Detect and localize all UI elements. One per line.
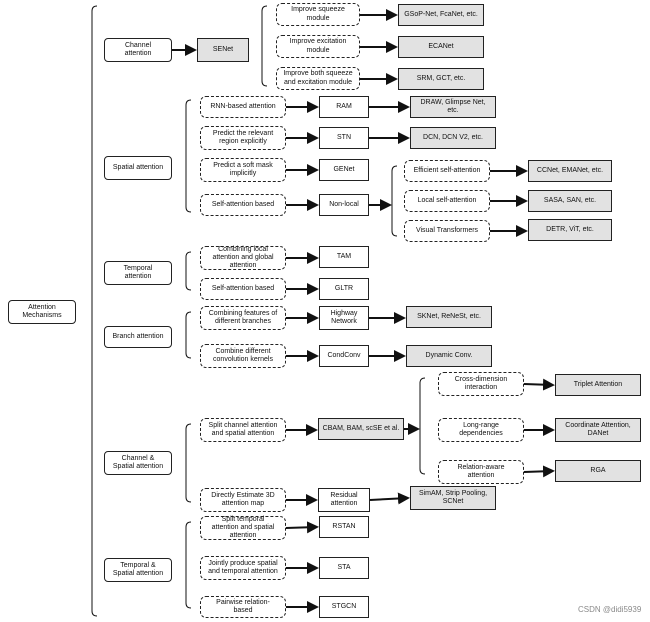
method-condconv: CondConv — [319, 345, 369, 367]
category-temporal-attention: Temporal attention — [104, 261, 172, 285]
method-non-local: Non-local — [319, 194, 369, 216]
spatial-bracket — [185, 99, 192, 213]
category-channel-attention: Channel attention — [104, 38, 172, 62]
method-residual-attention: Residual attention — [318, 488, 370, 512]
split-variants-bracket — [419, 377, 426, 475]
connector-arrow — [523, 465, 555, 478]
approach-direct-3d: Directly Estimate 3D attention map — [200, 488, 286, 512]
method-gltr: GLTR — [319, 278, 369, 300]
approach-temporal-self-attention: Self-attention based — [200, 278, 286, 300]
result-sknet-renest: SKNet, ReNeSt, etc. — [406, 306, 492, 328]
connector-arrow — [285, 521, 319, 534]
watermark: CSDN @didi5939 — [578, 605, 642, 614]
approach-improve-both: Improve both squeeze and excitation modu… — [276, 67, 360, 90]
approach-soft-mask: Predict a soft mask implicitly — [200, 158, 286, 182]
channel-improvements-bracket — [261, 5, 268, 87]
approach-improve-excitation: Improve excitation module — [276, 35, 360, 58]
result-dynamic-conv: Dynamic Conv. — [406, 345, 492, 367]
approach-predict-region: Predict the relevant region explicitly — [200, 126, 286, 150]
result-draw-glimpse: DRAW, Glimpse Net, etc. — [410, 96, 496, 118]
approach-combine-features: Combining features of different branches — [200, 306, 286, 330]
connector-arrow — [369, 492, 410, 505]
category-temporal-spatial-attention: Temporal & Spatial attention — [104, 558, 172, 582]
approach-improve-squeeze: Improve squeeze module — [276, 3, 360, 26]
approach-self-attention: Self-attention based — [200, 194, 286, 216]
variant-long-range: Long-range dependencies — [438, 418, 524, 442]
approach-joint-spatial-temporal: Jointly produce spatial and temporal att… — [200, 556, 286, 580]
result-dcn: DCN, DCN V2, etc. — [410, 127, 496, 149]
method-genet: GENet — [319, 159, 369, 181]
approach-rnn-based: RNN-based attention — [200, 96, 286, 118]
category-channel-spatial-attention: Channel & Spatial attention — [104, 451, 172, 475]
method-stgcn: STGCN — [319, 596, 369, 618]
approach-pairwise-relation: Pairwise relation- based — [200, 596, 286, 618]
method-ram: RAM — [319, 96, 369, 118]
approach-split-channel-spatial: Split channel attention and spatial atte… — [200, 418, 286, 442]
method-sta: STA — [319, 557, 369, 579]
approach-split-temporal-spatial: Split temporal attention and spatial att… — [200, 516, 286, 540]
result-rga: RGA — [555, 460, 641, 482]
result-sasa-san: SASA, SAN, etc. — [528, 190, 612, 212]
temporal-bracket — [185, 251, 192, 291]
root-bracket — [91, 5, 98, 617]
result-simam-strip-scnet: SimAM, Strip Pooling, SCNet — [410, 486, 496, 510]
branch-bracket — [185, 311, 192, 359]
result-srm-gct: SRM, GCT, etc. — [398, 68, 484, 90]
variant-relation-aware: Relation-aware attention — [438, 460, 524, 484]
method-senet: SENet — [197, 38, 249, 62]
approach-combine-local-global: Combining local attention and global att… — [200, 246, 286, 270]
approach-combine-kernels: Combine different convolution kernels — [200, 344, 286, 368]
result-triplet-attention: Triplet Attention — [555, 374, 641, 396]
method-tam: TAM — [319, 246, 369, 268]
temporal-spatial-bracket — [185, 521, 192, 609]
category-branch-attention: Branch attention — [104, 326, 172, 348]
self-attention-variants-bracket — [391, 165, 398, 237]
variant-visual-transformers: Visual Transformers — [404, 220, 490, 242]
method-stn: STN — [319, 127, 369, 149]
method-rstan: RSTAN — [319, 516, 369, 538]
variant-efficient-self-attention: Efficient self-attention — [404, 160, 490, 182]
result-gsop-fcanet: GSoP-Net, FcaNet, etc. — [398, 4, 484, 26]
method-highway-network: Highway Network — [319, 306, 369, 330]
connector-arrow — [523, 378, 555, 391]
method-cbam-bam-scse: CBAM, BAM, scSE et al. — [318, 418, 404, 440]
result-detr-vit: DETR, ViT, etc. — [528, 219, 612, 241]
variant-local-self-attention: Local self-attention — [404, 190, 490, 212]
category-spatial-attention: Spatial attention — [104, 156, 172, 180]
channel-spatial-bracket — [185, 423, 192, 503]
result-coordinate-attention-danet: Coordinate Attention, DANet — [555, 418, 641, 442]
root-node: Attention Mechanisms — [8, 300, 76, 324]
result-ecanet: ECANet — [398, 36, 484, 58]
variant-cross-dimension: Cross-dimension interaction — [438, 372, 524, 396]
result-ccnet-emanet: CCNet, EMANet, etc. — [528, 160, 612, 182]
